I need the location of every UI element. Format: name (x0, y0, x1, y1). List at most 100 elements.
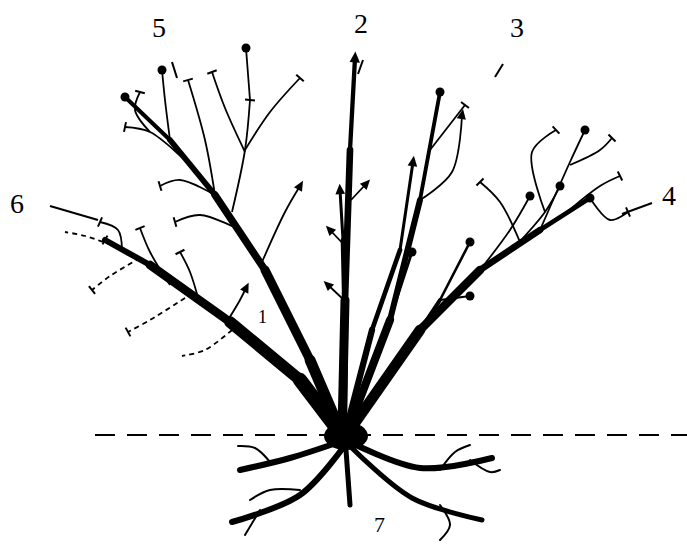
bud-dot (121, 93, 130, 102)
twig (228, 288, 246, 320)
twig (560, 176, 620, 218)
cut-end (103, 236, 108, 245)
root (440, 505, 450, 540)
cut-end (618, 172, 622, 181)
callout-number: 1 (256, 308, 269, 326)
stem (215, 195, 265, 270)
bud-dot (158, 66, 167, 75)
twig (140, 228, 170, 285)
stem (340, 190, 343, 240)
twig (162, 70, 170, 140)
leader-tick (50, 206, 98, 220)
twig (480, 182, 520, 242)
ground-line (95, 434, 687, 436)
callout-number: 5 (150, 14, 168, 42)
stem (105, 240, 150, 265)
shrub-drawing (65, 44, 630, 541)
shoot-arrow (408, 156, 418, 167)
cut-end (207, 70, 216, 73)
twig (100, 222, 122, 250)
stem (343, 240, 345, 330)
dead-twig (92, 258, 140, 290)
twig (262, 186, 300, 262)
twig (175, 215, 240, 230)
twig (480, 196, 530, 270)
cut-end (126, 328, 131, 337)
root (440, 445, 470, 470)
shoot-arrow (360, 180, 370, 190)
twig (430, 105, 465, 150)
cut-end (296, 75, 303, 82)
stem (350, 360, 400, 430)
stem (344, 330, 345, 430)
callout-number: 6 (8, 190, 26, 218)
twig (232, 100, 250, 212)
cut-end (476, 178, 483, 185)
twig (440, 296, 470, 300)
cut-end (98, 217, 102, 226)
shoot-arrow (326, 226, 336, 236)
root (346, 450, 350, 505)
twig (125, 127, 190, 165)
stem (420, 92, 440, 200)
bud-dot (581, 126, 590, 135)
cut-end (626, 207, 630, 216)
shoot-arrow (240, 283, 249, 294)
twig (245, 78, 300, 150)
root (245, 510, 260, 535)
twig (135, 92, 150, 132)
callout-number: 7 (372, 514, 387, 536)
cut-end (608, 134, 615, 141)
bud-dot (466, 292, 475, 301)
stem (170, 140, 215, 195)
twig (510, 186, 560, 252)
stem (380, 252, 412, 350)
stem (265, 270, 310, 360)
root (232, 445, 345, 522)
bud-dot (466, 238, 475, 247)
shoot-arrow (324, 281, 334, 291)
cut-end (461, 102, 469, 108)
cut-end (553, 126, 560, 133)
stem (347, 350, 380, 430)
root (470, 460, 500, 472)
twig (188, 80, 215, 195)
stem (230, 322, 300, 380)
shoot-arrow (294, 181, 303, 192)
stem (400, 300, 440, 360)
stem (350, 58, 355, 150)
twig (590, 198, 628, 220)
bud-dot (408, 248, 417, 257)
dead-twig (182, 330, 232, 356)
twig (330, 230, 349, 250)
shoot-arrow (335, 184, 345, 195)
cut-end (159, 181, 162, 191)
twig (246, 48, 250, 100)
callout-number: 2 (352, 10, 370, 38)
stem (310, 360, 340, 430)
twig (531, 130, 556, 212)
bud-dot (436, 88, 445, 97)
stem (125, 97, 170, 140)
twig (420, 115, 462, 200)
callout-number: 4 (660, 182, 678, 210)
shoot-arrow (350, 51, 360, 62)
cut-end (89, 286, 95, 294)
root (352, 448, 482, 520)
cut-end (183, 79, 193, 82)
leader-tick (495, 64, 503, 77)
twig (180, 252, 200, 305)
twig (212, 72, 245, 152)
callout-number: 3 (508, 14, 526, 42)
root (238, 446, 270, 462)
dead-twig (128, 298, 185, 332)
root (250, 489, 300, 500)
stem (480, 230, 540, 270)
bud-dot (526, 192, 535, 201)
cut-end (174, 217, 177, 227)
bud-dot (242, 44, 251, 53)
twig (160, 180, 215, 195)
cut-end (124, 122, 126, 132)
